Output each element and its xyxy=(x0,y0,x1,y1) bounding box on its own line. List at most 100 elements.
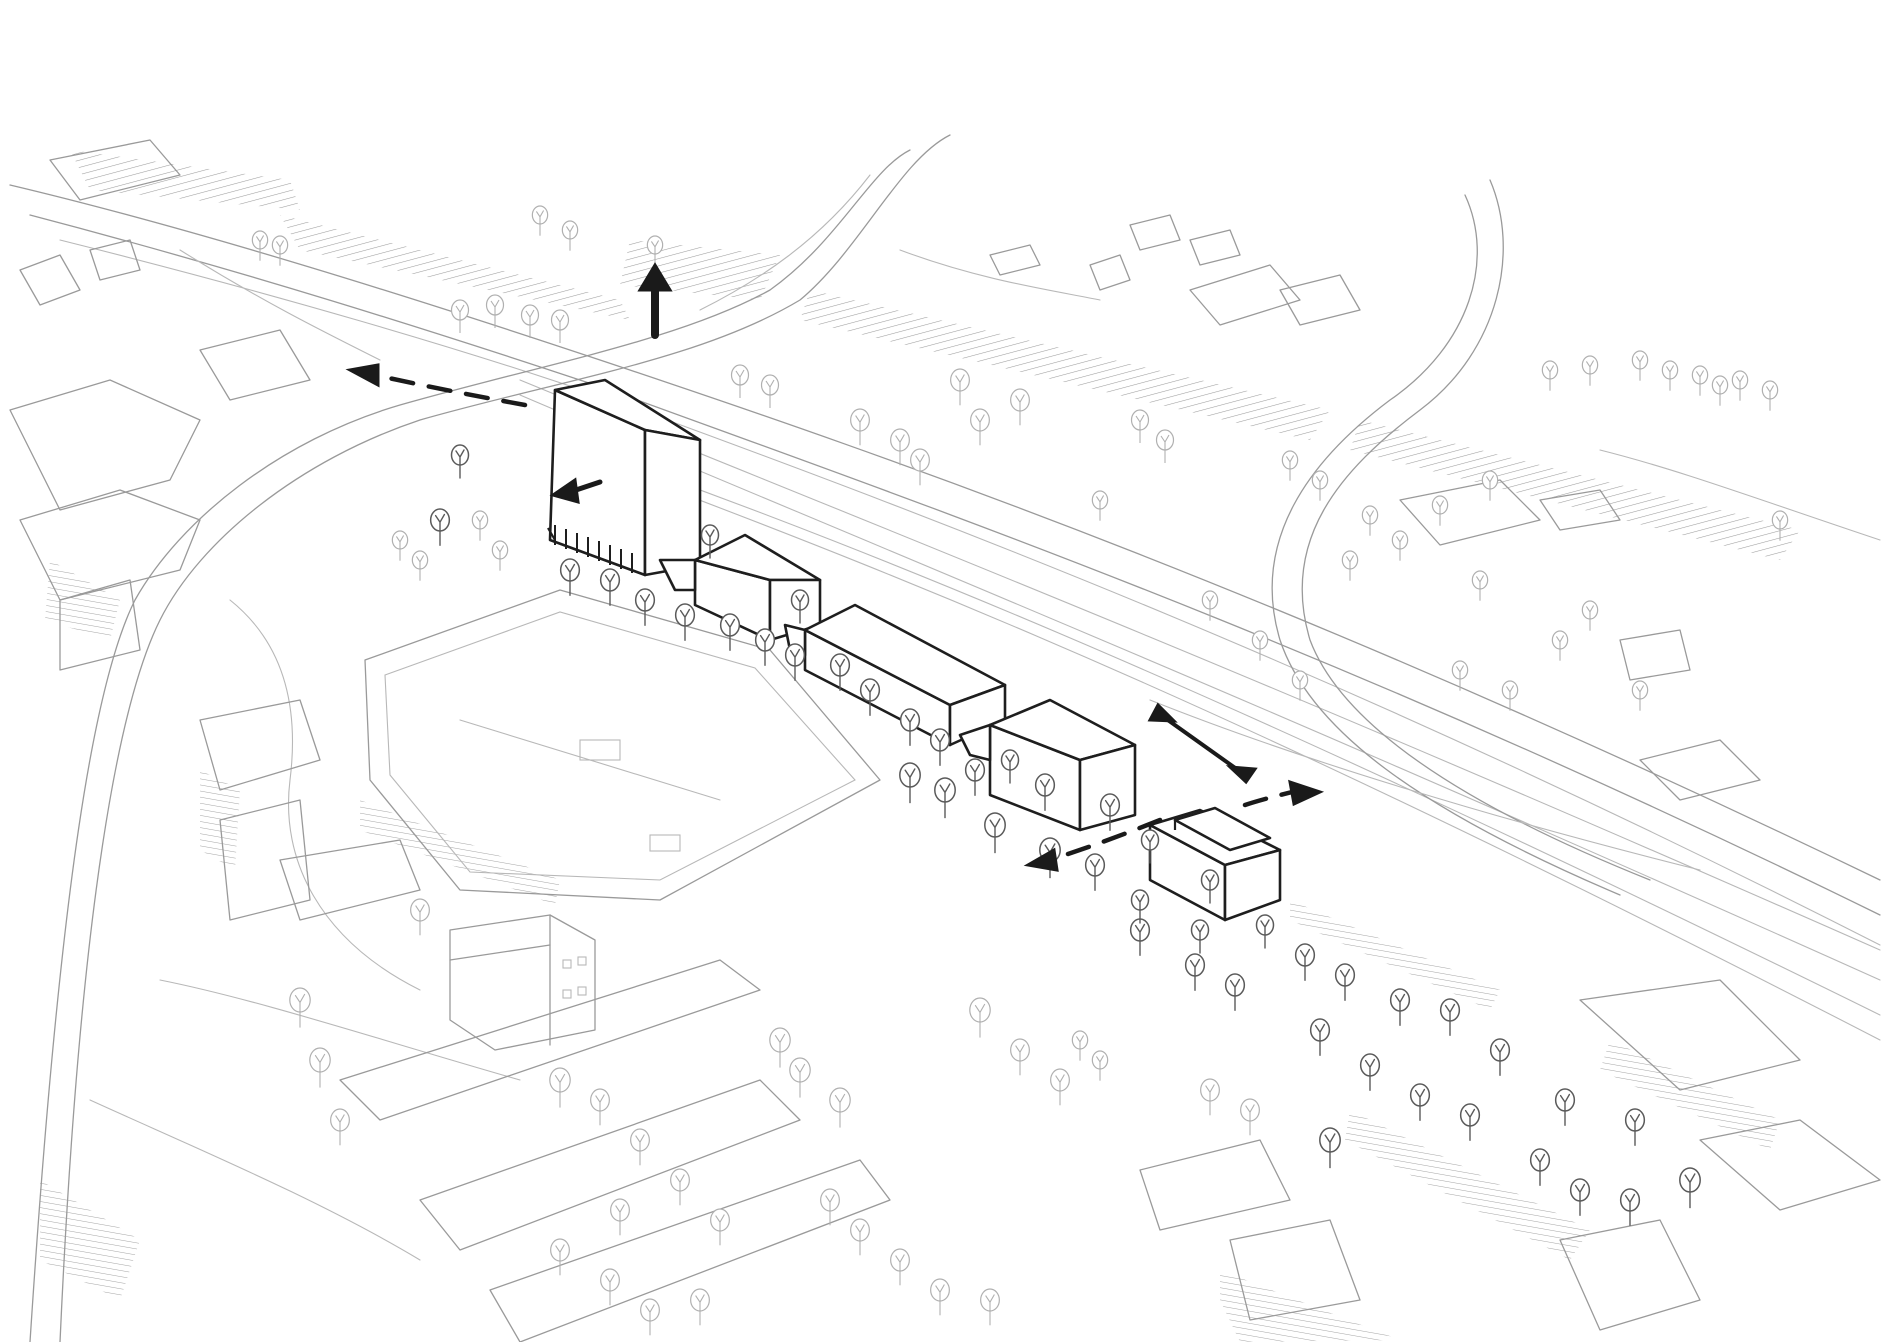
context-tree xyxy=(1541,360,1559,391)
street-tree xyxy=(1255,914,1275,949)
context-tree xyxy=(1281,450,1299,481)
street-tree xyxy=(1140,829,1160,864)
street-tree xyxy=(1200,869,1220,904)
street-tree xyxy=(1224,973,1246,1011)
street-trees xyxy=(429,444,1701,1227)
context-tree xyxy=(1251,630,1269,661)
context-tree xyxy=(1361,505,1379,536)
context-tree xyxy=(1691,365,1709,396)
context-tree xyxy=(950,368,970,406)
street-tree xyxy=(1000,749,1020,784)
street-tree xyxy=(1319,1127,1341,1169)
street-tree xyxy=(1359,1053,1381,1092)
context-tree xyxy=(850,408,870,446)
context-tree xyxy=(760,374,780,408)
street-tree xyxy=(1184,953,1206,991)
context-tree xyxy=(970,408,990,446)
street-tree xyxy=(559,558,581,596)
context-tree xyxy=(670,1168,690,1206)
street-tree xyxy=(450,444,470,479)
context-tree xyxy=(1341,550,1359,581)
street-tree xyxy=(1624,1108,1646,1147)
context-tree xyxy=(850,1218,870,1256)
context-tree xyxy=(411,550,429,581)
context-tree xyxy=(1050,1068,1070,1106)
context-tree xyxy=(1071,1030,1089,1061)
context-tree xyxy=(309,1047,331,1088)
context-tree xyxy=(550,1238,570,1276)
context-tree xyxy=(485,294,505,328)
context-tree xyxy=(980,1288,1000,1326)
context-tree xyxy=(600,1268,620,1306)
street-tree xyxy=(929,728,951,766)
context-tree xyxy=(769,1027,791,1068)
context-tree xyxy=(1431,495,1449,526)
context-tree xyxy=(710,1208,730,1246)
context-tree xyxy=(969,997,991,1038)
context-tree xyxy=(1010,388,1030,426)
context-buildings xyxy=(9,139,1881,1342)
street-tree xyxy=(599,568,621,606)
street-tree xyxy=(1439,998,1461,1037)
context-tree xyxy=(1761,380,1779,411)
context-tree xyxy=(330,1108,350,1146)
context-tree xyxy=(531,205,549,236)
east-dashed-arrow xyxy=(1242,779,1325,808)
context-tree xyxy=(1731,370,1749,401)
street-tree xyxy=(899,762,921,804)
street-tree xyxy=(1619,1188,1641,1227)
context-tree xyxy=(289,987,311,1028)
street-tree xyxy=(1294,943,1316,981)
context-tree xyxy=(829,1087,851,1128)
street-tree xyxy=(790,589,810,624)
context-tree xyxy=(1240,1098,1260,1136)
context-tree xyxy=(890,1248,910,1286)
context-tree xyxy=(450,299,470,333)
context-tree xyxy=(550,309,570,343)
street-tree xyxy=(1084,853,1106,891)
context-tree xyxy=(1201,590,1219,621)
street-tree xyxy=(719,613,741,651)
street-tree xyxy=(1389,988,1411,1027)
southwest-dashed-arrow xyxy=(1023,817,1163,872)
street-tree xyxy=(634,588,656,626)
context-tree xyxy=(1631,350,1649,381)
context-tree xyxy=(1010,1038,1030,1076)
context-tree xyxy=(890,428,910,466)
context-tree xyxy=(910,448,930,486)
context-tree xyxy=(1471,570,1489,601)
street-tree xyxy=(899,708,921,746)
context-tree xyxy=(520,304,540,338)
street-tree xyxy=(934,777,956,819)
context-tree xyxy=(1091,1050,1109,1081)
west-dashed-arrow xyxy=(345,363,528,408)
context-tree xyxy=(646,235,664,266)
context-tree xyxy=(251,230,269,261)
arrows xyxy=(345,262,1325,872)
context-roads xyxy=(9,134,1881,1342)
context-tree xyxy=(491,540,509,571)
tower-building xyxy=(547,378,702,577)
context-trees-background xyxy=(251,205,1789,1336)
context-tree xyxy=(640,1298,660,1336)
street-tree xyxy=(1679,1167,1701,1209)
street-tree xyxy=(1409,1083,1431,1122)
north-arrow xyxy=(637,262,673,339)
street-tree xyxy=(1569,1178,1591,1217)
context-tree xyxy=(820,1188,840,1226)
street-tree xyxy=(1554,1088,1576,1127)
context-tree xyxy=(561,220,579,251)
street-tree xyxy=(1459,1103,1481,1142)
street-tree xyxy=(1529,1148,1551,1187)
context-tree xyxy=(610,1198,630,1236)
street-tree xyxy=(784,643,806,681)
context-tree xyxy=(690,1288,710,1326)
context-tree xyxy=(1661,360,1679,391)
context-tree xyxy=(271,235,289,266)
context-tree xyxy=(1451,660,1469,691)
street-tree xyxy=(1130,889,1150,924)
context-tree xyxy=(1130,409,1150,443)
context-tree xyxy=(549,1067,571,1108)
context-tree xyxy=(1311,470,1329,501)
context-tree xyxy=(1291,670,1309,701)
